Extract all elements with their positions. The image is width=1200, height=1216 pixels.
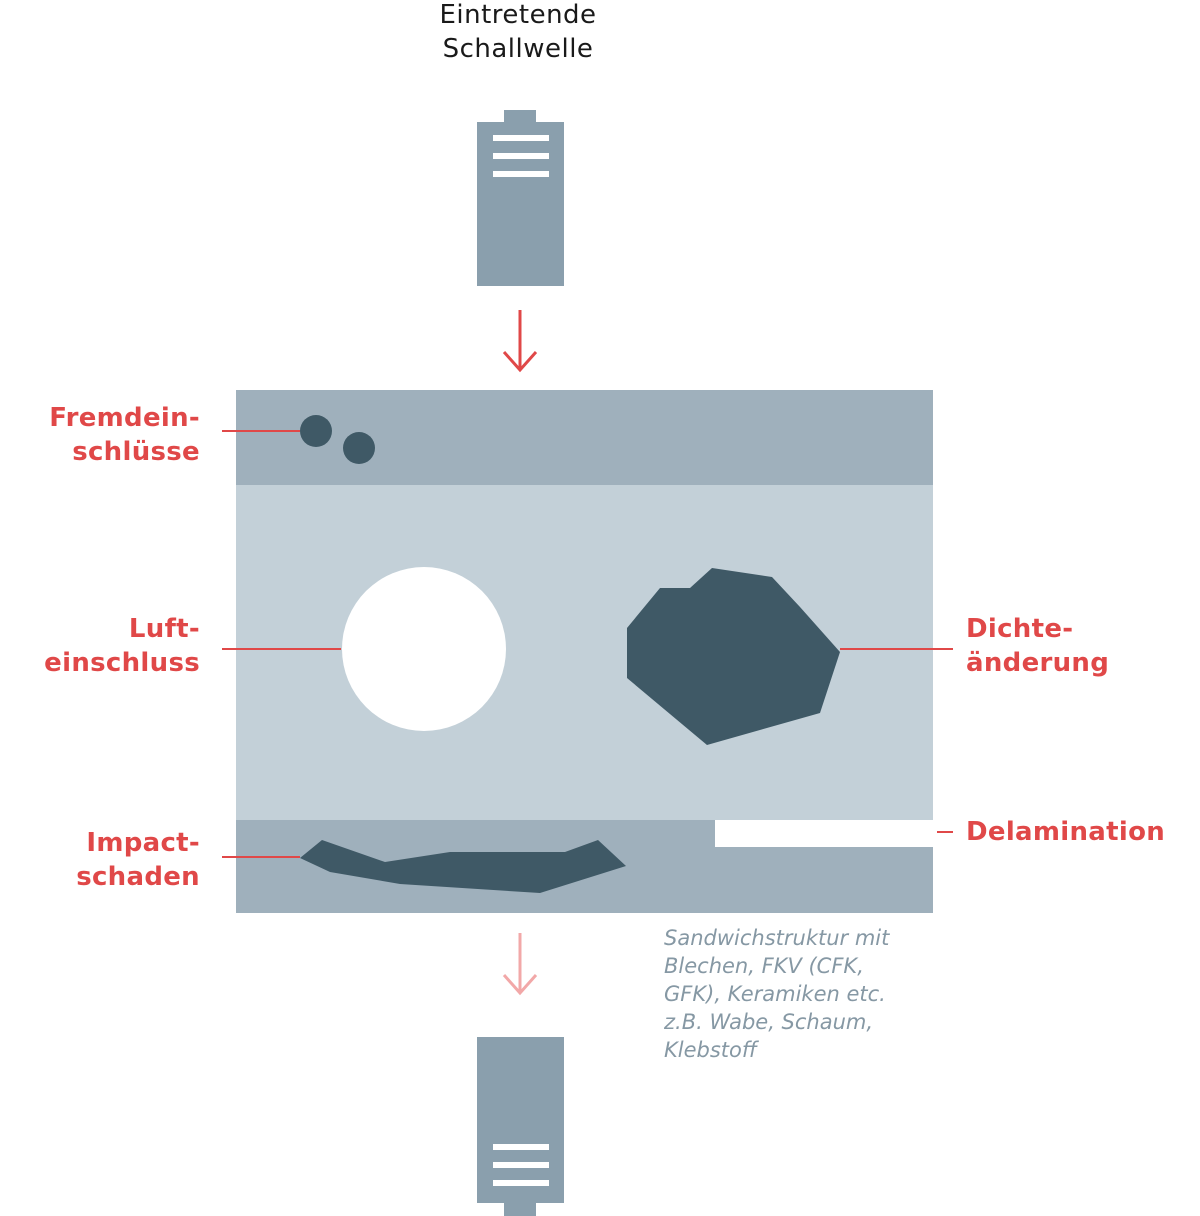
density-change-region (627, 568, 840, 745)
top-transducer (477, 110, 564, 286)
label-impactschaden: Impact- schaden (0, 826, 200, 894)
air-inclusion (342, 567, 506, 731)
foreign-inclusions (300, 415, 375, 464)
caption-line-4: z.B. Wabe, Schaum, (664, 1010, 874, 1034)
impact-damage-region (300, 840, 626, 893)
label-lufteinschluss-line2: einschluss (44, 648, 200, 678)
bottom-transducer (477, 1037, 564, 1216)
label-dichteaenderung-line2: änderung (966, 648, 1110, 678)
label-fremdeinschluesse: Fremdein- schlüsse (0, 401, 200, 469)
structure-caption: Sandwichstruktur mit Blechen, FKV (CFK, … (664, 924, 964, 1064)
label-lufteinschluss-line1: Luft- (128, 614, 200, 644)
label-fremdeinschluesse-line1: Fremdein- (49, 403, 200, 433)
label-dichteaenderung-line1: Dichte- (966, 614, 1074, 644)
label-fremdeinschluesse-line2: schlüsse (72, 437, 200, 467)
label-impactschaden-line1: Impact- (86, 828, 200, 858)
incoming-wave-arrow (502, 310, 538, 373)
label-dichteaenderung: Dichte- änderung (966, 612, 1109, 680)
top-skin-layer (236, 390, 933, 485)
title-line-2: Schallwelle (442, 34, 594, 64)
label-lufteinschluss: Luft- einschluss (0, 612, 200, 680)
caption-line-2: Blechen, FKV (CFK, (664, 954, 864, 978)
label-impactschaden-line2: schaden (76, 862, 200, 892)
delamination-gap (715, 820, 933, 847)
caption-line-3: GFK), Keramiken etc. (664, 982, 886, 1006)
caption-line-5: Klebstoff (664, 1038, 758, 1062)
title-line-1: Eintretende (439, 0, 597, 30)
caption-line-1: Sandwichstruktur mit (664, 926, 890, 950)
leader-lines (222, 430, 953, 858)
label-delamination: Delamination (966, 817, 1166, 847)
outgoing-wave-arrow (502, 933, 538, 996)
